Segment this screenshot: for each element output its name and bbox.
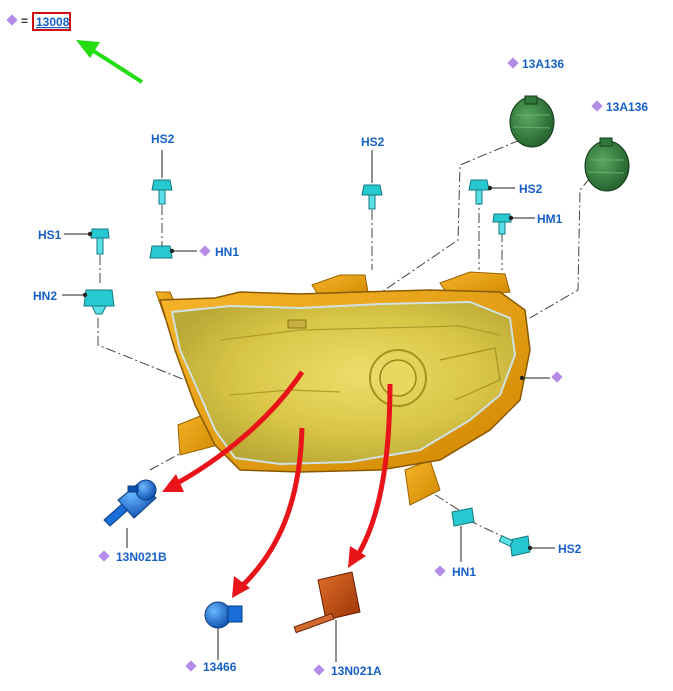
screw-hm1[interactable]	[492, 213, 512, 235]
lens-detail-line	[439, 347, 501, 401]
housing-ref-diamond-icon[interactable]	[551, 371, 563, 383]
projector-ring	[369, 349, 427, 407]
diamond-icon	[434, 565, 446, 577]
lens-tab	[287, 319, 307, 329]
lens-detail-line	[219, 325, 501, 341]
screw-hs2-center[interactable]	[361, 184, 383, 210]
diamond-icon	[98, 550, 110, 562]
socket-13a136-a[interactable]	[509, 95, 555, 148]
clip-hn1-top[interactable]	[149, 245, 173, 259]
diamond-icon	[185, 660, 197, 672]
socket-13a136-b[interactable]	[584, 137, 630, 192]
diamond-icon	[199, 245, 211, 257]
label-13n021a[interactable]: 13N021A	[331, 664, 382, 678]
label-hs2-right[interactable]: HS2	[519, 182, 543, 196]
label-hm1[interactable]: HM1	[537, 212, 563, 226]
red-arrow-icon	[170, 370, 305, 489]
diamond-icon	[507, 57, 519, 69]
bulb-13466[interactable]	[204, 601, 243, 629]
label-hs2-bottom[interactable]: HS2	[558, 542, 582, 556]
legend-highlight-box	[32, 12, 71, 31]
legend-equals: =	[21, 14, 28, 28]
screw-hs2-bottom[interactable]	[498, 535, 531, 557]
removal-arrows	[162, 370, 393, 598]
legend-ref-code[interactable]: 13008	[36, 15, 70, 29]
projector-lens	[379, 359, 417, 397]
label-13a136-b[interactable]: 13A136	[606, 100, 648, 114]
label-13466[interactable]: 13466	[203, 660, 237, 674]
label-hn1-top[interactable]: HN1	[215, 245, 239, 259]
bulb-13n021a[interactable]	[293, 571, 361, 634]
legend-diamond-icon	[6, 14, 18, 26]
headlamp-assembly	[155, 271, 563, 506]
mount-bracket-lower-right	[404, 459, 441, 506]
clip-hn1-bottom[interactable]	[451, 507, 475, 527]
label-13n021b[interactable]: 13N021B	[116, 550, 167, 564]
label-13a136-a[interactable]: 13A136	[522, 57, 564, 71]
diamond-icon	[313, 664, 325, 676]
label-hn2[interactable]: HN2	[33, 289, 57, 303]
label-hs1[interactable]: HS1	[38, 228, 62, 242]
diamond-icon	[591, 100, 603, 112]
legend: = 13008	[6, 12, 71, 31]
screw-hs2-left[interactable]	[151, 179, 173, 205]
red-arrow-icon	[238, 427, 305, 590]
label-hs2-left[interactable]: HS2	[151, 132, 175, 146]
screw-hs2-right[interactable]	[468, 179, 490, 205]
bulb-13n021b[interactable]	[103, 479, 157, 527]
green-arrow-icon	[76, 40, 144, 84]
label-hn1-bottom[interactable]: HN1	[452, 565, 476, 579]
red-arrow-icon	[353, 383, 393, 560]
nut-hn2[interactable]	[83, 289, 115, 315]
screw-hs1[interactable]	[90, 228, 110, 255]
label-hs2-center[interactable]: HS2	[361, 135, 385, 149]
